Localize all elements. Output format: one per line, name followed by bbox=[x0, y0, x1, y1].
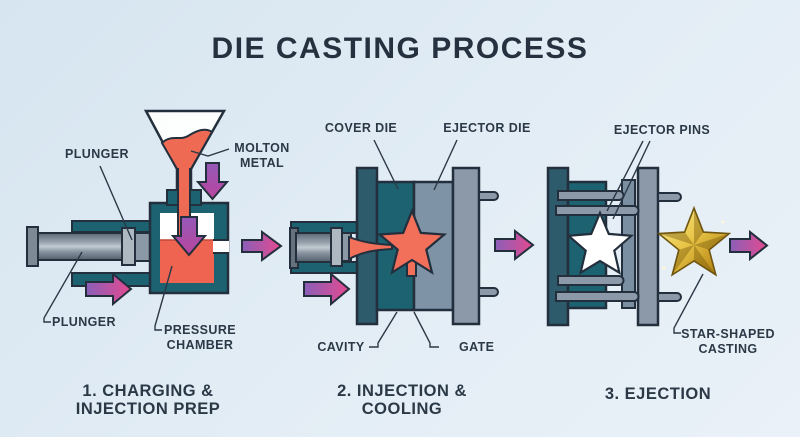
ejector-die-label: EJECTOR DIE bbox=[443, 121, 531, 135]
pressure-chamber-label-1: PRESSURE bbox=[164, 323, 236, 337]
ejector-pin-stub-right-top bbox=[657, 192, 682, 202]
gold-star-facet-2 bbox=[694, 233, 730, 250]
plunger-rod bbox=[34, 232, 128, 261]
molten-metal-label-2: METAL bbox=[240, 156, 284, 170]
molten-metal-in-funnel bbox=[160, 128, 214, 201]
stage-1-charging: PLUNGER MOLTON METAL PLUNGER PRESSURE CH… bbox=[26, 109, 289, 418]
page-title: DIE CASTING PROCESS bbox=[212, 32, 589, 65]
gold-star-body bbox=[656, 205, 732, 277]
flow-arrow-2-icon bbox=[494, 228, 535, 262]
ejector-plate bbox=[451, 166, 481, 326]
gold-star-facet-3 bbox=[694, 245, 716, 275]
stage-3-ejection: EJECTOR PINS STAR-SHAPED CASTING 3. EJEC… bbox=[546, 123, 775, 403]
ejector-pin-4 bbox=[555, 291, 640, 302]
flow-arrow-1-icon bbox=[241, 230, 283, 262]
stage3-caption: 3. EJECTION bbox=[605, 385, 711, 403]
ejector-pins-label: EJECTOR PINS bbox=[614, 123, 710, 137]
cavity-callout-line bbox=[369, 311, 398, 348]
cavity-label: CAVITY bbox=[317, 340, 365, 354]
plunger-bottom-label: PLUNGER bbox=[52, 315, 116, 329]
injector-head bbox=[330, 227, 343, 267]
ejector-plate-open bbox=[636, 166, 660, 327]
flow-arrow-3-icon bbox=[729, 229, 769, 262]
plunger-top-callout-line bbox=[99, 165, 133, 241]
casting-label-1: STAR-SHAPED bbox=[681, 327, 775, 341]
stage2-caption-2: COOLING bbox=[362, 400, 443, 418]
ejector-bar bbox=[621, 179, 636, 309]
plunger-end-cap bbox=[26, 226, 39, 267]
ejector-pins-callout-line-1 bbox=[606, 140, 644, 212]
chamber-gate-opening bbox=[213, 240, 229, 253]
injector-housing-top bbox=[290, 221, 358, 234]
gate-callout-line bbox=[413, 311, 439, 348]
gold-star-casting bbox=[656, 205, 732, 277]
injector-rod bbox=[295, 232, 333, 263]
pressure-chamber-label-2: CHAMBER bbox=[167, 338, 234, 352]
sparkle-icon bbox=[721, 220, 725, 224]
ejector-pin-stub-bottom bbox=[478, 287, 499, 297]
plunger-head-tip bbox=[134, 232, 151, 262]
ejector-pin-stub-top bbox=[478, 191, 499, 201]
molten-metal-label-1: MOLTON bbox=[234, 141, 289, 155]
cast-star-cavity bbox=[376, 208, 448, 275]
pressure-chamber-callout-line bbox=[154, 265, 173, 331]
sparkle-icon bbox=[662, 266, 666, 270]
gate-label: GATE bbox=[459, 340, 494, 354]
plunger-top-label: PLUNGER bbox=[65, 147, 129, 161]
plunger-housing-top bbox=[71, 220, 153, 233]
molten-metal-callout-line bbox=[190, 148, 230, 157]
stage1-caption-1: 1. CHARGING & bbox=[82, 382, 213, 400]
cover-die-callout-line bbox=[373, 139, 399, 190]
cover-die-label: COVER DIE bbox=[325, 121, 397, 135]
gold-star-facet-1 bbox=[694, 208, 704, 245]
gold-star-facet-5 bbox=[658, 232, 694, 245]
ejector-pin-2 bbox=[555, 205, 640, 216]
stage-2-injection: COVER DIE EJECTOR DIE CAVITY GATE 2. INJ… bbox=[289, 121, 531, 418]
ejector-pins-callout-line-2 bbox=[612, 140, 651, 220]
ejector-die-callout-line bbox=[433, 139, 458, 191]
injection-stream bbox=[348, 235, 393, 261]
casting-callout-line bbox=[673, 273, 704, 334]
empty-star-cavity bbox=[565, 210, 635, 275]
ejector-pin-3 bbox=[557, 275, 625, 286]
casting-label-2: CASTING bbox=[698, 342, 757, 356]
stage1-caption-2: INJECTION PREP bbox=[76, 400, 221, 418]
plunger-push-arrow-icon bbox=[85, 271, 133, 307]
stage2-caption-1: 2. INJECTION & bbox=[337, 382, 467, 400]
gravity-feed-arrow-icon bbox=[195, 162, 230, 201]
injector-push-arrow-icon bbox=[303, 271, 351, 307]
gold-star-facet-4 bbox=[672, 245, 694, 275]
injector-housing-bottom bbox=[290, 261, 358, 274]
chamber-fill-arrow-icon bbox=[170, 216, 208, 257]
ejector-pin-stub-right-bottom bbox=[657, 292, 682, 302]
plunger-bottom-callout-line bbox=[43, 251, 83, 323]
